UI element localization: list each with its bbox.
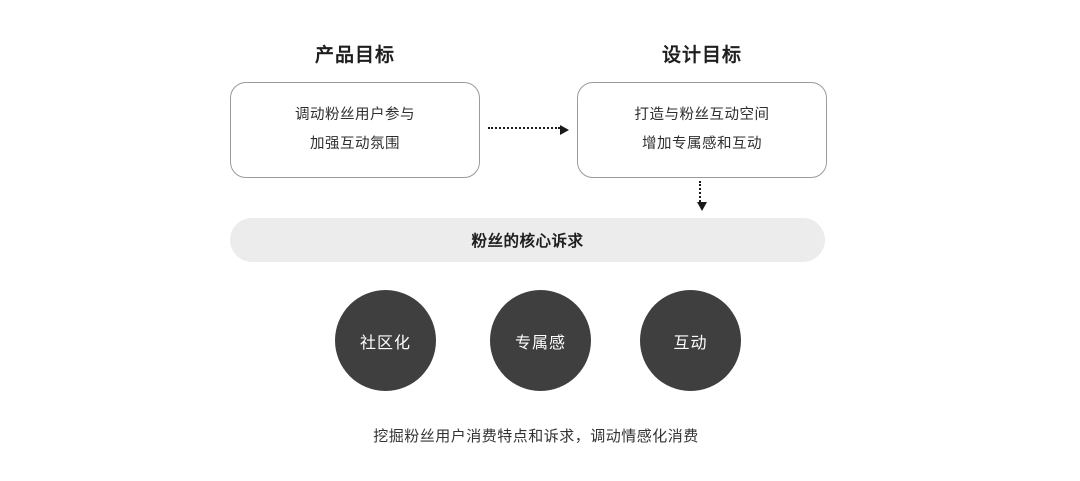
design-goal-box: 打造与粉丝互动空间 增加专属感和互动: [577, 82, 827, 178]
circle-community-label: 社区化: [359, 334, 411, 352]
design-goal-line-2: 增加专属感和互动: [642, 136, 762, 152]
design-goal-line-1: 打造与粉丝互动空间: [634, 107, 770, 123]
circle-community: 社区化: [335, 290, 436, 391]
product-goal-heading: 产品目标: [314, 45, 395, 66]
arrowhead-down-icon: [697, 202, 707, 211]
product-goal-line-1: 调动粉丝用户参与: [295, 107, 415, 123]
dotted-arrow-down-icon: [697, 181, 707, 211]
design-goal-heading: 设计目标: [661, 45, 742, 66]
circle-exclusivity-label: 专属感: [514, 334, 566, 352]
circle-interaction-label: 互动: [673, 334, 708, 352]
core-demand-label: 粉丝的核心诉求: [471, 233, 584, 250]
circle-interaction: 互动: [640, 290, 741, 391]
caption-text: 挖掘粉丝用户消费特点和诉求，调动情感化消费: [373, 428, 699, 445]
circle-exclusivity: 专属感: [490, 290, 591, 391]
product-goal-line-2: 加强互动氛围: [310, 136, 400, 152]
product-goal-box: 调动粉丝用户参与 加强互动氛围: [230, 82, 480, 178]
arrowhead-right-icon: [560, 125, 569, 135]
core-demand-bar: 粉丝的核心诉求: [230, 218, 825, 262]
dotted-arrow-right-icon: [488, 125, 569, 135]
